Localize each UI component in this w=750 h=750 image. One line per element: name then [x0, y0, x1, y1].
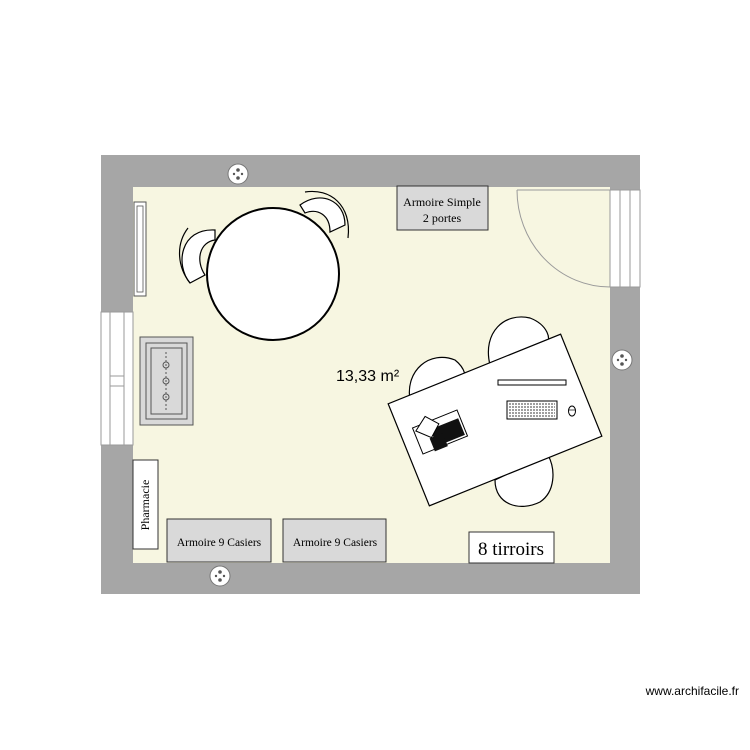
pharmacy-label: Pharmacie [138, 480, 152, 531]
mouse [568, 405, 576, 417]
chair-left [179, 227, 216, 284]
window-left-wall [100, 311, 134, 446]
locker-cabinet-left [166, 518, 272, 563]
area-label: 13,33 m² [336, 368, 400, 385]
wardrobe-simple [396, 185, 489, 231]
radiator [133, 201, 147, 297]
locker-cabinet-right-label: Armoire 9 Casiers [293, 537, 378, 549]
rug [139, 336, 194, 426]
drawer-unit-label: 8 tirroirs [478, 539, 544, 560]
outlet-bottom [209, 565, 231, 587]
monitor [497, 379, 567, 386]
wardrobe-simple-label-line1: Armoire Simple [403, 195, 481, 209]
desk [387, 333, 603, 507]
locker-cabinet-right [282, 518, 387, 563]
door-swing [516, 189, 611, 288]
window-right-wall [609, 189, 641, 288]
outlet-right [611, 349, 633, 371]
wardrobe-simple-label-line2: 2 portes [423, 211, 462, 225]
pharmacy-cabinet [132, 459, 159, 550]
phone-icon [411, 409, 469, 455]
watermark[interactable]: www.archifacile.fr [645, 684, 739, 698]
chair-right [299, 190, 350, 239]
keyboard [506, 400, 558, 420]
desk-chair-bottom [494, 454, 554, 507]
round-table [206, 207, 340, 341]
locker-cabinet-left-label: Armoire 9 Casiers [177, 537, 262, 549]
outlet-top [227, 163, 249, 185]
drawer-unit [468, 531, 555, 564]
